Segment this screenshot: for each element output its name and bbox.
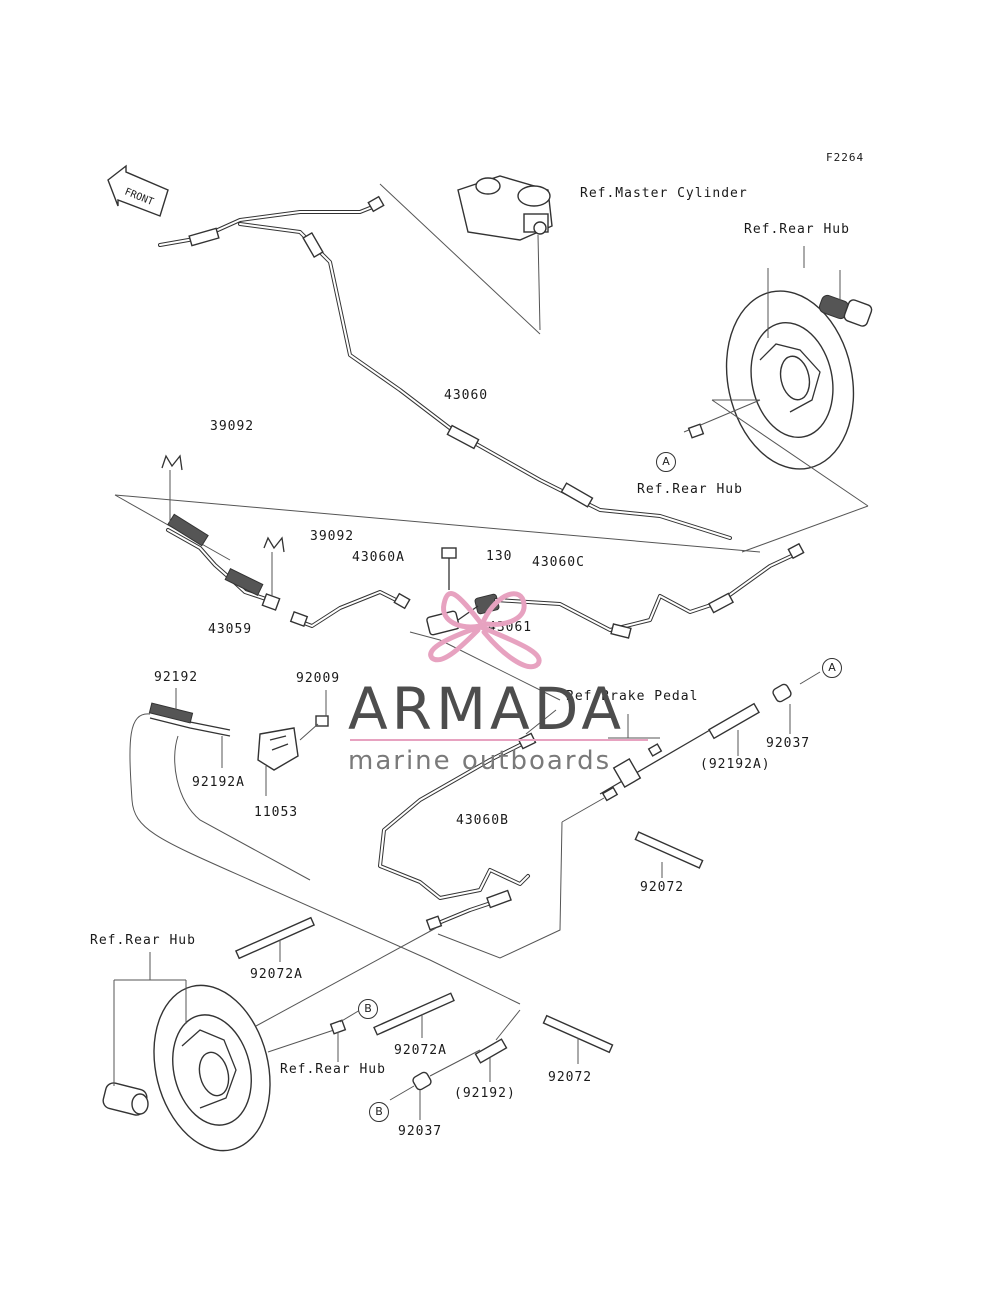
part-92037-bottom: 92037 (398, 1124, 443, 1139)
ref-rear-hub-top-label: Ref.Rear Hub (744, 222, 850, 237)
part-11053: 11053 (254, 805, 299, 820)
master-cylinder-icon (457, 175, 553, 331)
part-39092-lower: 39092 (310, 529, 355, 544)
part-92072a-mid: 92072A (394, 1043, 447, 1058)
brake-pipe-43060 (158, 195, 732, 540)
clip-39092-lower-icon (263, 536, 285, 596)
part-39092-upper: 39092 (210, 419, 255, 434)
callout-b-lower: B (369, 1102, 389, 1122)
callout-a-upper: A (656, 452, 676, 472)
brake-pipe-43060a (289, 590, 411, 628)
part-92192-paren: (92192) (454, 1086, 516, 1101)
part-92072a-left: 92072A (250, 967, 303, 982)
ref-brake-pedal-label: Ref.Brake Pedal (566, 689, 699, 704)
brake-pipe-43060b (378, 732, 537, 931)
figure-code: F2264 (826, 151, 865, 164)
cable-92192-lower (389, 1009, 521, 1120)
brake-joint-43061 (426, 593, 500, 636)
part-43060: 43060 (444, 388, 489, 403)
part-92192: 92192 (154, 670, 199, 685)
part-43059: 43059 (208, 622, 253, 637)
bolt-130-icon (441, 547, 457, 590)
part-92072-bottom: 92072 (548, 1070, 593, 1085)
watermark-rule (350, 739, 648, 741)
ref-master-cylinder-label: Ref.Master Cylinder (580, 186, 748, 201)
armada-propeller-logo (428, 591, 542, 670)
callout-a-right: A (822, 658, 842, 678)
ref-rear-hub-bottom-label: Ref.Rear Hub (280, 1062, 386, 1077)
callout-b-upper: B (358, 999, 378, 1019)
ref-rear-hub-mid-label: Ref.Rear Hub (637, 482, 743, 497)
watermark-tagline: marine outboards (348, 746, 612, 776)
bracket-11053-icon (257, 727, 299, 796)
part-92192a: 92192A (192, 775, 245, 790)
bolt-92072-right-icon (634, 831, 704, 878)
brake-hose-43059 (166, 513, 281, 611)
part-130: 130 (486, 549, 513, 564)
rear-hub-left-icon (102, 984, 271, 1152)
cable-92192a-right (708, 671, 821, 756)
part-43060a: 43060A (352, 550, 405, 565)
part-43060b: 43060B (456, 813, 509, 828)
part-43060c: 43060C (532, 555, 585, 570)
bolt-92072a-mid-icon (373, 992, 455, 1038)
clip-39092-upper-icon (161, 454, 183, 524)
watermark-brand: ARMADA (348, 675, 626, 743)
bolt-92072a-left-icon (234, 916, 316, 962)
part-92072-right: 92072 (640, 880, 685, 895)
part-92009: 92009 (296, 671, 341, 686)
brake-cable-92192 (129, 702, 521, 1005)
brake-pipe-43060c (494, 542, 805, 639)
nut-92009-icon (299, 715, 329, 741)
brake-pedal-bracket-icon (599, 729, 711, 802)
ref-rear-hub-left-label: Ref.Rear Hub (90, 933, 196, 948)
part-92192a-paren: (92192A) (700, 757, 771, 772)
front-arrow-icon: FRONT (107, 164, 169, 217)
rear-hub-right-icon (725, 270, 873, 470)
part-92037-right: 92037 (766, 736, 811, 751)
bolt-92072-bottom-icon (542, 1014, 614, 1064)
